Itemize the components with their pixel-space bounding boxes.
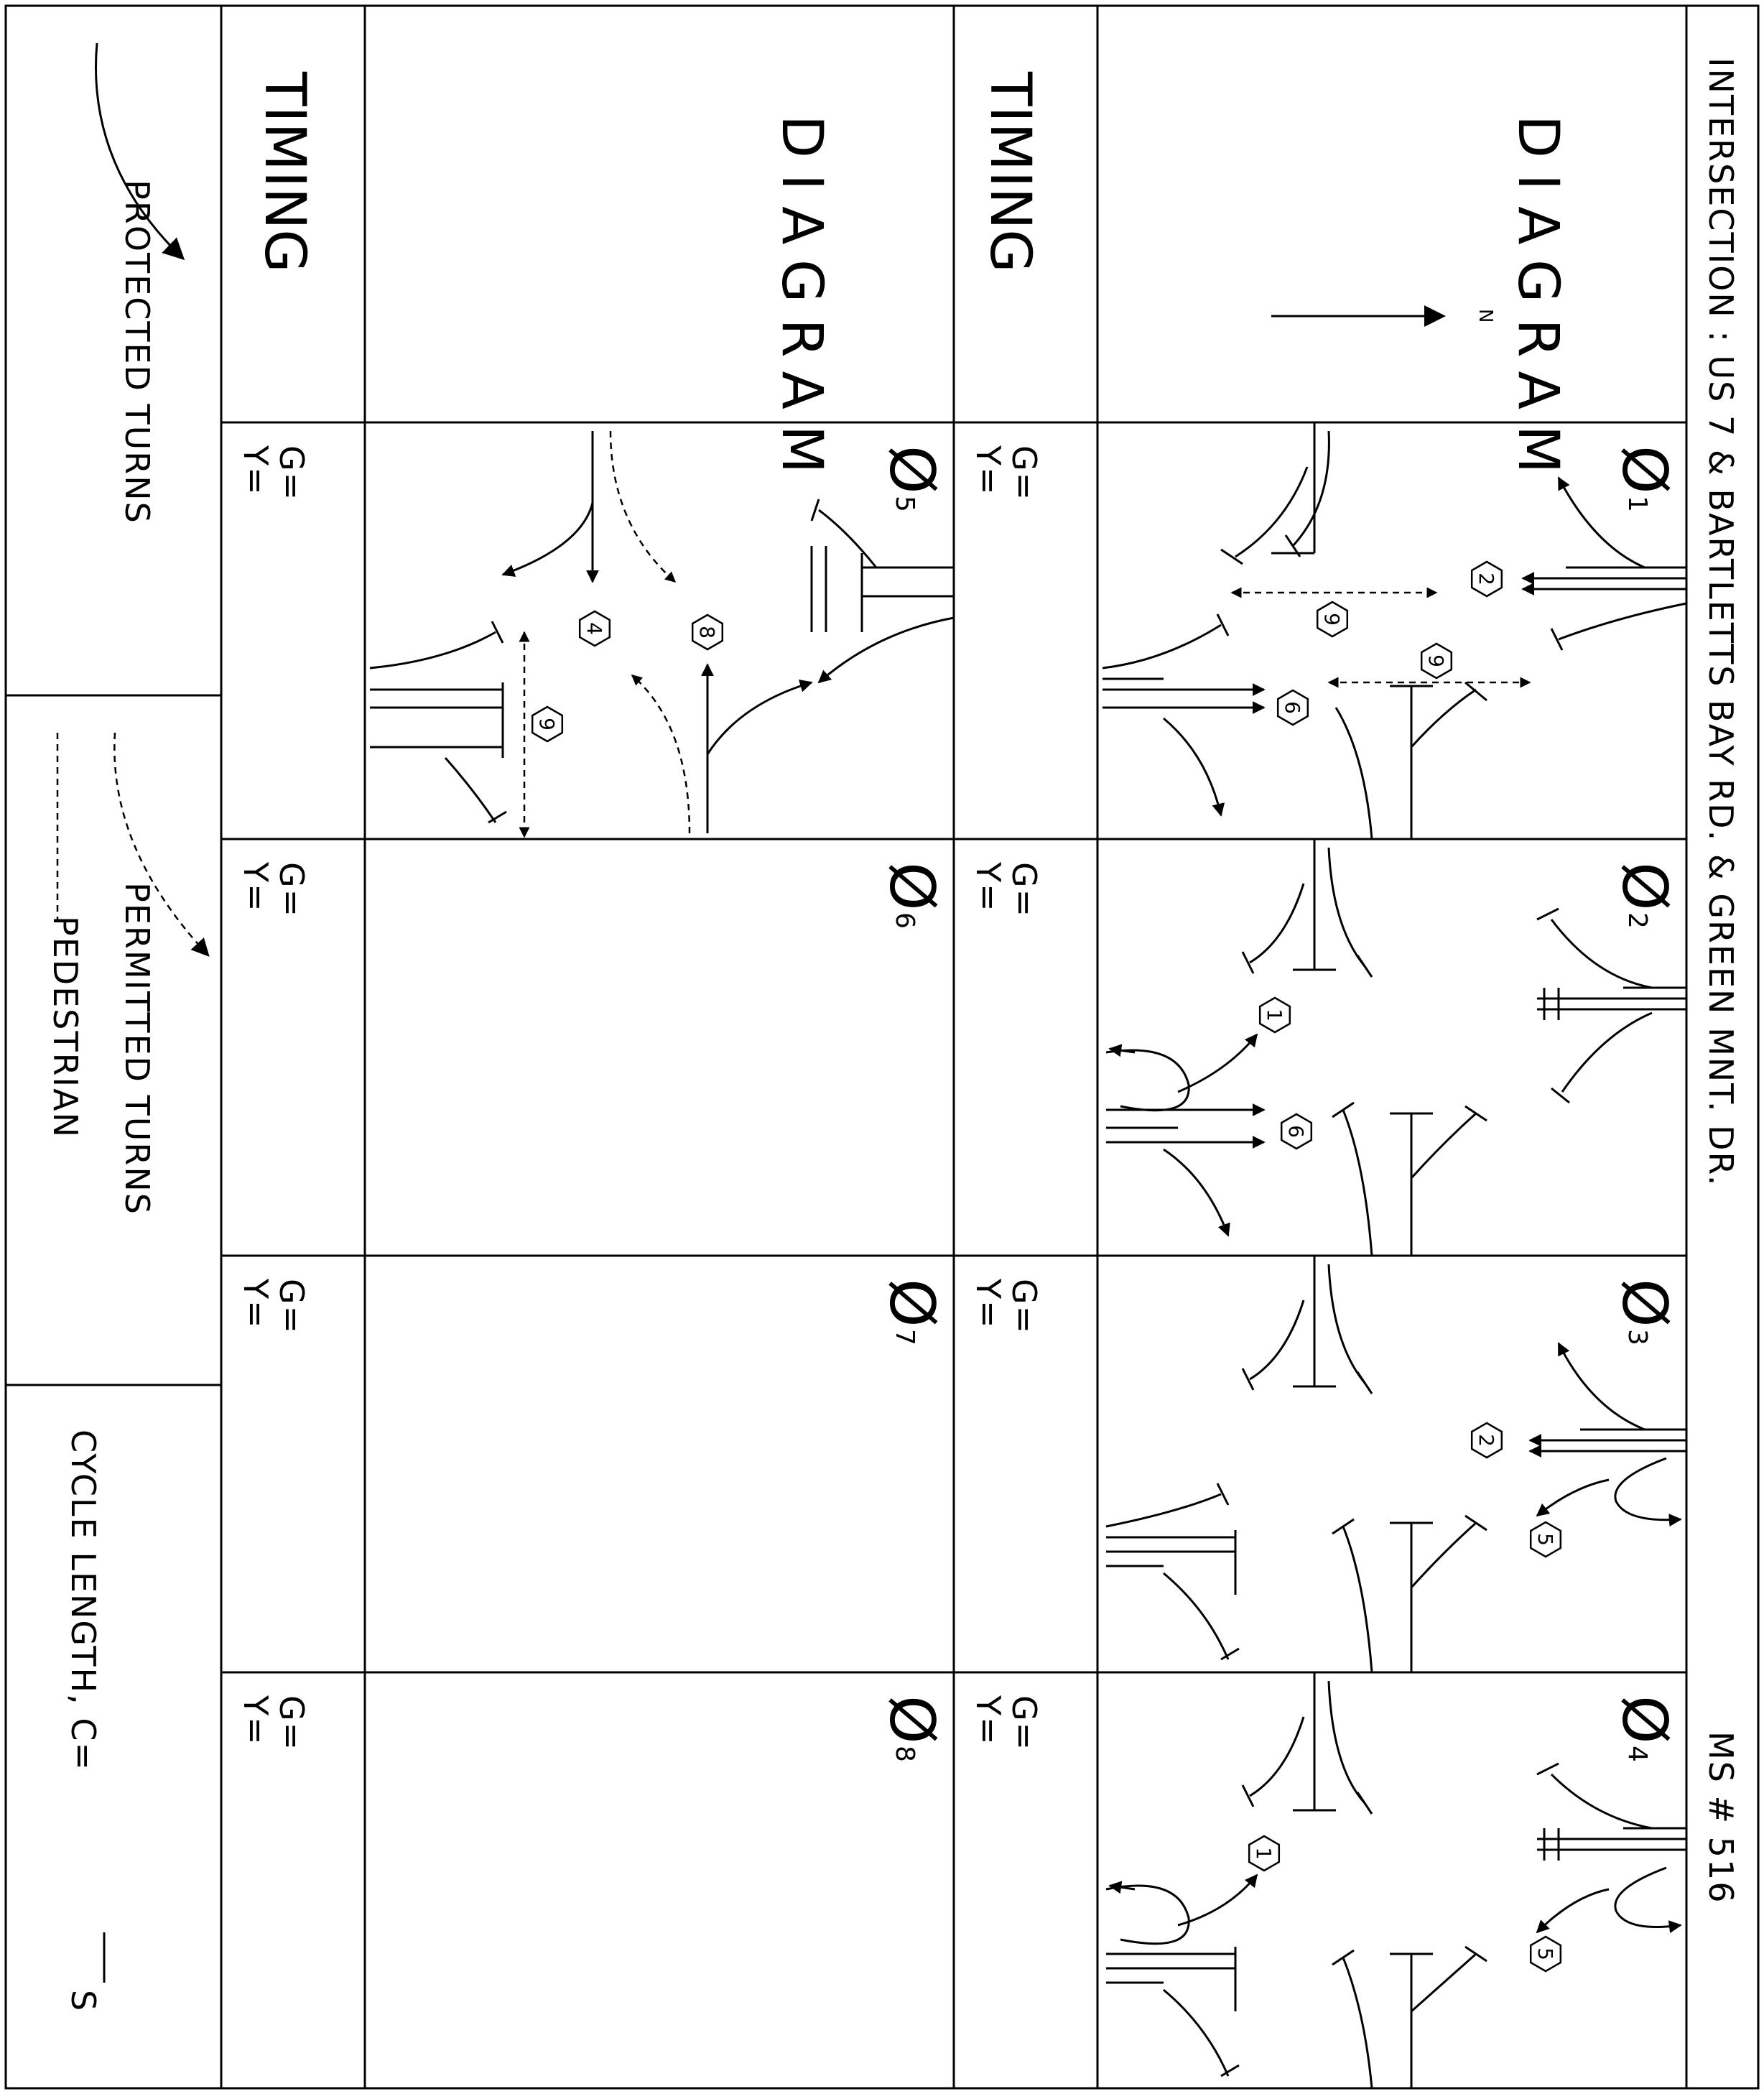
timing-cell-4: G=Y= — [969, 1695, 1044, 1751]
phase-5-label: Ø5 — [876, 445, 947, 512]
phase-glyph: Ø — [876, 862, 947, 911]
diagram-label-bottom: DIAGRAM — [769, 115, 834, 489]
movement-number: 6 — [1284, 1125, 1308, 1138]
movement-badge-p3-1: 2 — [1470, 1422, 1503, 1459]
movement-badge-p5-3: 9 — [531, 705, 564, 743]
movement-badge-p1-3: 9 — [1420, 642, 1453, 680]
movement-badge-p5-2: 8 — [691, 613, 724, 651]
green-time: G= — [272, 445, 311, 501]
timing-cell-5: G=Y= — [236, 445, 311, 501]
permitted-label: PERMITTED TURNS — [118, 882, 157, 1215]
phase-number: 8 — [890, 1746, 919, 1762]
movement-badge-p1-2: 9 — [1316, 601, 1349, 638]
movement-number: 9 — [1424, 654, 1448, 667]
timing-cell-2: G=Y= — [969, 861, 1044, 918]
north-arrow: N — [1271, 305, 1496, 327]
protected-label: PROTECTED TURNS — [118, 180, 157, 524]
phase-number: 1 — [1623, 496, 1652, 512]
phase-4-label: Ø4 — [1608, 1695, 1680, 1762]
timing-label-bottom: TIMING — [252, 71, 317, 273]
yellow-time: Y= — [969, 445, 1008, 496]
diagram-label-top: DIAGRAM — [1505, 115, 1570, 489]
phase-number: 3 — [1623, 1329, 1652, 1345]
movement-number: 9 — [1320, 613, 1344, 626]
movement-number: 2 — [1475, 573, 1498, 585]
yellow-time: Y= — [969, 1278, 1008, 1330]
grid-lines — [4, 4, 1760, 2090]
movement-badge-p1-1: 2 — [1470, 560, 1503, 598]
phase-5-diagram — [369, 430, 955, 838]
phase-glyph: Ø — [876, 1695, 947, 1744]
green-time: G= — [1005, 445, 1044, 501]
phase-glyph: Ø — [876, 445, 947, 494]
timing-cell-6: G=Y= — [236, 861, 311, 918]
movement-number: 2 — [1475, 1434, 1498, 1447]
phase-number: 5 — [890, 496, 919, 512]
phase-3-diagram — [1105, 1256, 1686, 1673]
phase-number: 7 — [890, 1329, 919, 1345]
phase-3-label: Ø3 — [1608, 1279, 1680, 1345]
timing-cell-3: G=Y= — [969, 1278, 1044, 1335]
timing-label-top: TIMING — [978, 71, 1042, 273]
yellow-time: Y= — [236, 1278, 275, 1330]
movement-badge-p3-2: 5 — [1529, 1521, 1562, 1558]
phase-number: 4 — [1623, 1746, 1652, 1762]
ms-number: MS # 516 — [1702, 1731, 1740, 1904]
movement-badge-p2-1: 1 — [1258, 996, 1291, 1034]
north-label: N — [1475, 309, 1496, 323]
phase-8-label: Ø8 — [876, 1695, 947, 1762]
movement-number: 5 — [1533, 1533, 1557, 1546]
yellow-time: Y= — [236, 861, 275, 913]
yellow-time: Y= — [969, 861, 1008, 913]
movement-number: 1 — [1252, 1847, 1276, 1860]
phase-2-label: Ø2 — [1608, 862, 1680, 929]
movement-badge-p2-2: 6 — [1280, 1113, 1313, 1150]
movement-number: 4 — [582, 622, 606, 635]
protected-turn-symbol — [95, 42, 185, 261]
movement-number: 1 — [1263, 1009, 1286, 1021]
phase-1-label: Ø1 — [1608, 445, 1680, 512]
yellow-time: Y= — [969, 1695, 1008, 1746]
green-time: G= — [1005, 1279, 1044, 1335]
phase-glyph: Ø — [1608, 1279, 1680, 1328]
pedestrian-label: PEDESTRIAN — [46, 916, 85, 1139]
legend: PROTECTED TURNS PERMITTED TURNS PEDESTRI… — [46, 42, 210, 2012]
movement-number: 8 — [695, 626, 719, 639]
movement-badge-p5-1: 4 — [578, 610, 611, 647]
green-time: G= — [1005, 862, 1044, 918]
phase-6-label: Ø6 — [876, 862, 947, 929]
permitted-turn-symbol — [113, 732, 210, 957]
movement-badge-p4-1: 1 — [1248, 1835, 1281, 1872]
yellow-time: Y= — [236, 445, 275, 496]
movement-number: 9 — [535, 718, 559, 731]
movement-number: 6 — [1281, 701, 1304, 714]
green-time: G= — [1005, 1695, 1044, 1751]
green-time: G= — [272, 862, 311, 918]
phase-number: 2 — [1623, 912, 1652, 929]
movement-badge-p1-4: 6 — [1276, 689, 1309, 726]
timing-cell-7: G=Y= — [236, 1278, 311, 1335]
timing-cell-8: G=Y= — [236, 1695, 311, 1751]
green-time: G= — [272, 1279, 311, 1335]
phase-number: 6 — [890, 912, 919, 929]
phase-glyph: Ø — [1608, 445, 1680, 494]
phase-7-label: Ø7 — [876, 1279, 947, 1345]
phase-glyph: Ø — [876, 1279, 947, 1328]
phase-glyph: Ø — [1608, 862, 1680, 911]
phase-4-diagram — [1105, 1672, 1686, 2089]
phase-1-diagram — [1102, 422, 1687, 840]
phase-2-diagram — [1105, 839, 1686, 1256]
cycle-length-unit: S — [64, 1990, 103, 2012]
timing-cell-1: G=Y= — [969, 445, 1044, 501]
cycle-length-label: CYCLE LENGTH, C= — [64, 1430, 103, 1771]
movement-badge-p4-2: 5 — [1529, 1935, 1562, 1973]
movement-number: 5 — [1533, 1947, 1557, 1960]
yellow-time: Y= — [236, 1695, 275, 1746]
phase-glyph: Ø — [1608, 1695, 1680, 1744]
green-time: G= — [272, 1695, 311, 1751]
intersection-title: INTERSECTION : US 7 & BARTLETTS BAY RD. … — [1702, 57, 1740, 1187]
